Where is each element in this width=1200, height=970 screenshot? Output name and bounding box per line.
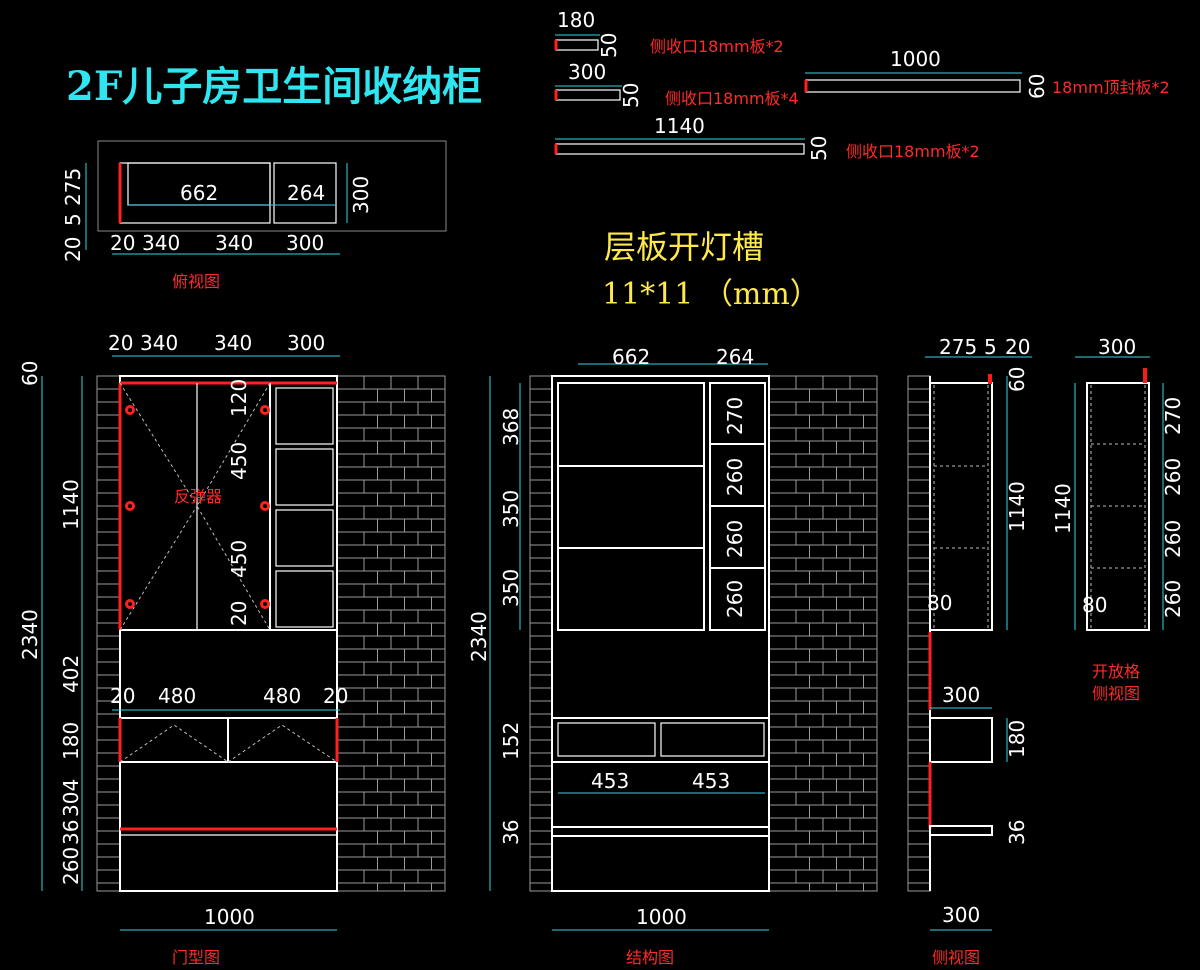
top-view-b340b: 340 [215,231,253,255]
door-h36: 36 [59,820,83,845]
top-view: 662 264 300 275 5 20 20 340 340 300 俯视图 [61,140,447,291]
struct-h350a: 350 [499,490,523,528]
side-t5: 5 [984,335,997,359]
part-1140-label: 侧收口18mm板*2 [846,142,980,161]
door-i450b: 450 [227,540,251,578]
door-view-label: 门型图 [172,948,220,967]
side-t20: 20 [1005,335,1030,359]
drawing-title: 2F儿子房卫生间收纳柜 [66,63,482,110]
part-300-width: 50 [619,83,643,108]
door-top-20: 20 [108,331,133,355]
struct-w1000: 1000 [636,905,687,929]
door-h402: 402 [59,655,83,693]
part-strips: 180 50 侧收口18mm板*2 300 50 侧收口18mm板*4 1000… [554,8,1170,161]
part-180-strip [555,39,599,51]
door-h60: 60 [18,361,42,386]
side-t275: 275 [939,335,977,359]
door-i20: 20 [227,601,251,626]
door-i450a: 450 [227,442,251,480]
part-1000-width: 60 [1025,74,1049,99]
brick-walls [96,375,931,892]
grid-h260c: 260 [1161,580,1185,618]
structure-view-label: 结构图 [626,948,674,967]
door-h260: 260 [59,847,83,885]
part-300-label: 侧收口18mm板*4 [665,89,799,108]
part-1000-strip [805,79,1021,93]
part-180-label: 侧收口18mm板*2 [650,37,784,56]
door-top-300: 300 [287,331,325,355]
part-1140-strip [555,143,805,155]
side-h180: 180 [1005,720,1029,758]
struct-d453a: 453 [591,769,629,793]
open-grid-label-1: 开放格 [1092,662,1140,681]
top-view-300: 300 [349,176,373,214]
door-h304: 304 [59,779,83,817]
top-view-b300: 300 [286,231,324,255]
door-h1140: 1140 [59,479,83,530]
door-top-340a: 340 [140,331,178,355]
door-top-340b: 340 [214,331,252,355]
top-view-5: 5 [61,213,85,226]
struct-w264: 264 [716,345,754,369]
door-h180: 180 [59,722,83,760]
struct-h36: 36 [499,820,523,845]
light-groove-title: 层板开灯槽 [604,228,764,266]
struct-w662: 662 [612,345,650,369]
part-1000-length: 1000 [890,47,941,71]
struct-h350b: 350 [499,569,523,607]
top-view-264: 264 [287,181,325,205]
side-w300: 300 [942,903,980,927]
struct-s270: 270 [723,397,747,435]
top-view-275: 275 [61,168,85,206]
grid-h270: 270 [1161,397,1185,435]
part-1140-width: 50 [807,136,831,161]
top-view-b340a: 340 [142,231,180,255]
structure-view: 662 264 2340 368 350 350 270 260 260 260… [467,345,770,967]
door-d480a: 480 [158,684,196,708]
side-view-label: 侧视图 [932,948,980,967]
door-i120: 120 [227,379,251,417]
side-h36: 36 [1005,820,1029,845]
grid-h260b: 260 [1161,520,1185,558]
side-d300: 300 [942,683,980,707]
struct-d453b: 453 [692,769,730,793]
top-view-label: 俯视图 [172,272,220,291]
part-300-length: 300 [568,60,606,84]
side-d80: 80 [927,591,952,615]
door-view: 反弹器 20 340 340 300 60 2340 1140 402 180 … [18,331,348,967]
door-mirror-label: 反弹器 [174,487,222,506]
top-view-b20: 20 [110,231,135,255]
door-d20a: 20 [110,684,135,708]
struct-s260c: 260 [723,580,747,618]
top-view-20: 20 [61,237,85,262]
grid-w300: 300 [1098,335,1136,359]
struct-s260a: 260 [723,458,747,496]
struct-h152: 152 [499,722,523,760]
part-180-width: 50 [597,33,621,58]
door-h2340: 2340 [18,609,42,660]
door-w1000: 1000 [204,905,255,929]
top-view-662: 662 [180,181,218,205]
part-1000-label: 18mm顶封板*2 [1052,78,1170,97]
light-groove-size: 11*11 （mm） [602,277,820,312]
side-h60: 60 [1005,367,1029,392]
grid-d80: 80 [1082,593,1107,617]
part-180-length: 180 [557,8,595,32]
door-d480b: 480 [263,684,301,708]
part-1140-length: 1140 [654,114,705,138]
open-grid-label-2: 侧视图 [1092,684,1140,703]
part-300-strip [555,89,621,101]
struct-h368: 368 [499,408,523,446]
side-h1140: 1140 [1005,481,1029,532]
struct-s260b: 260 [723,520,747,558]
open-grid-side-view: 300 1140 270 260 260 260 80 开放格 侧视图 [1051,335,1185,703]
grid-h260a: 260 [1161,458,1185,496]
grid-h1140: 1140 [1051,483,1075,534]
side-view: 275 5 20 60 1140 80 300 180 36 300 侧视图 [925,335,1032,967]
door-d20b: 20 [323,684,348,708]
struct-h2340: 2340 [467,611,491,662]
